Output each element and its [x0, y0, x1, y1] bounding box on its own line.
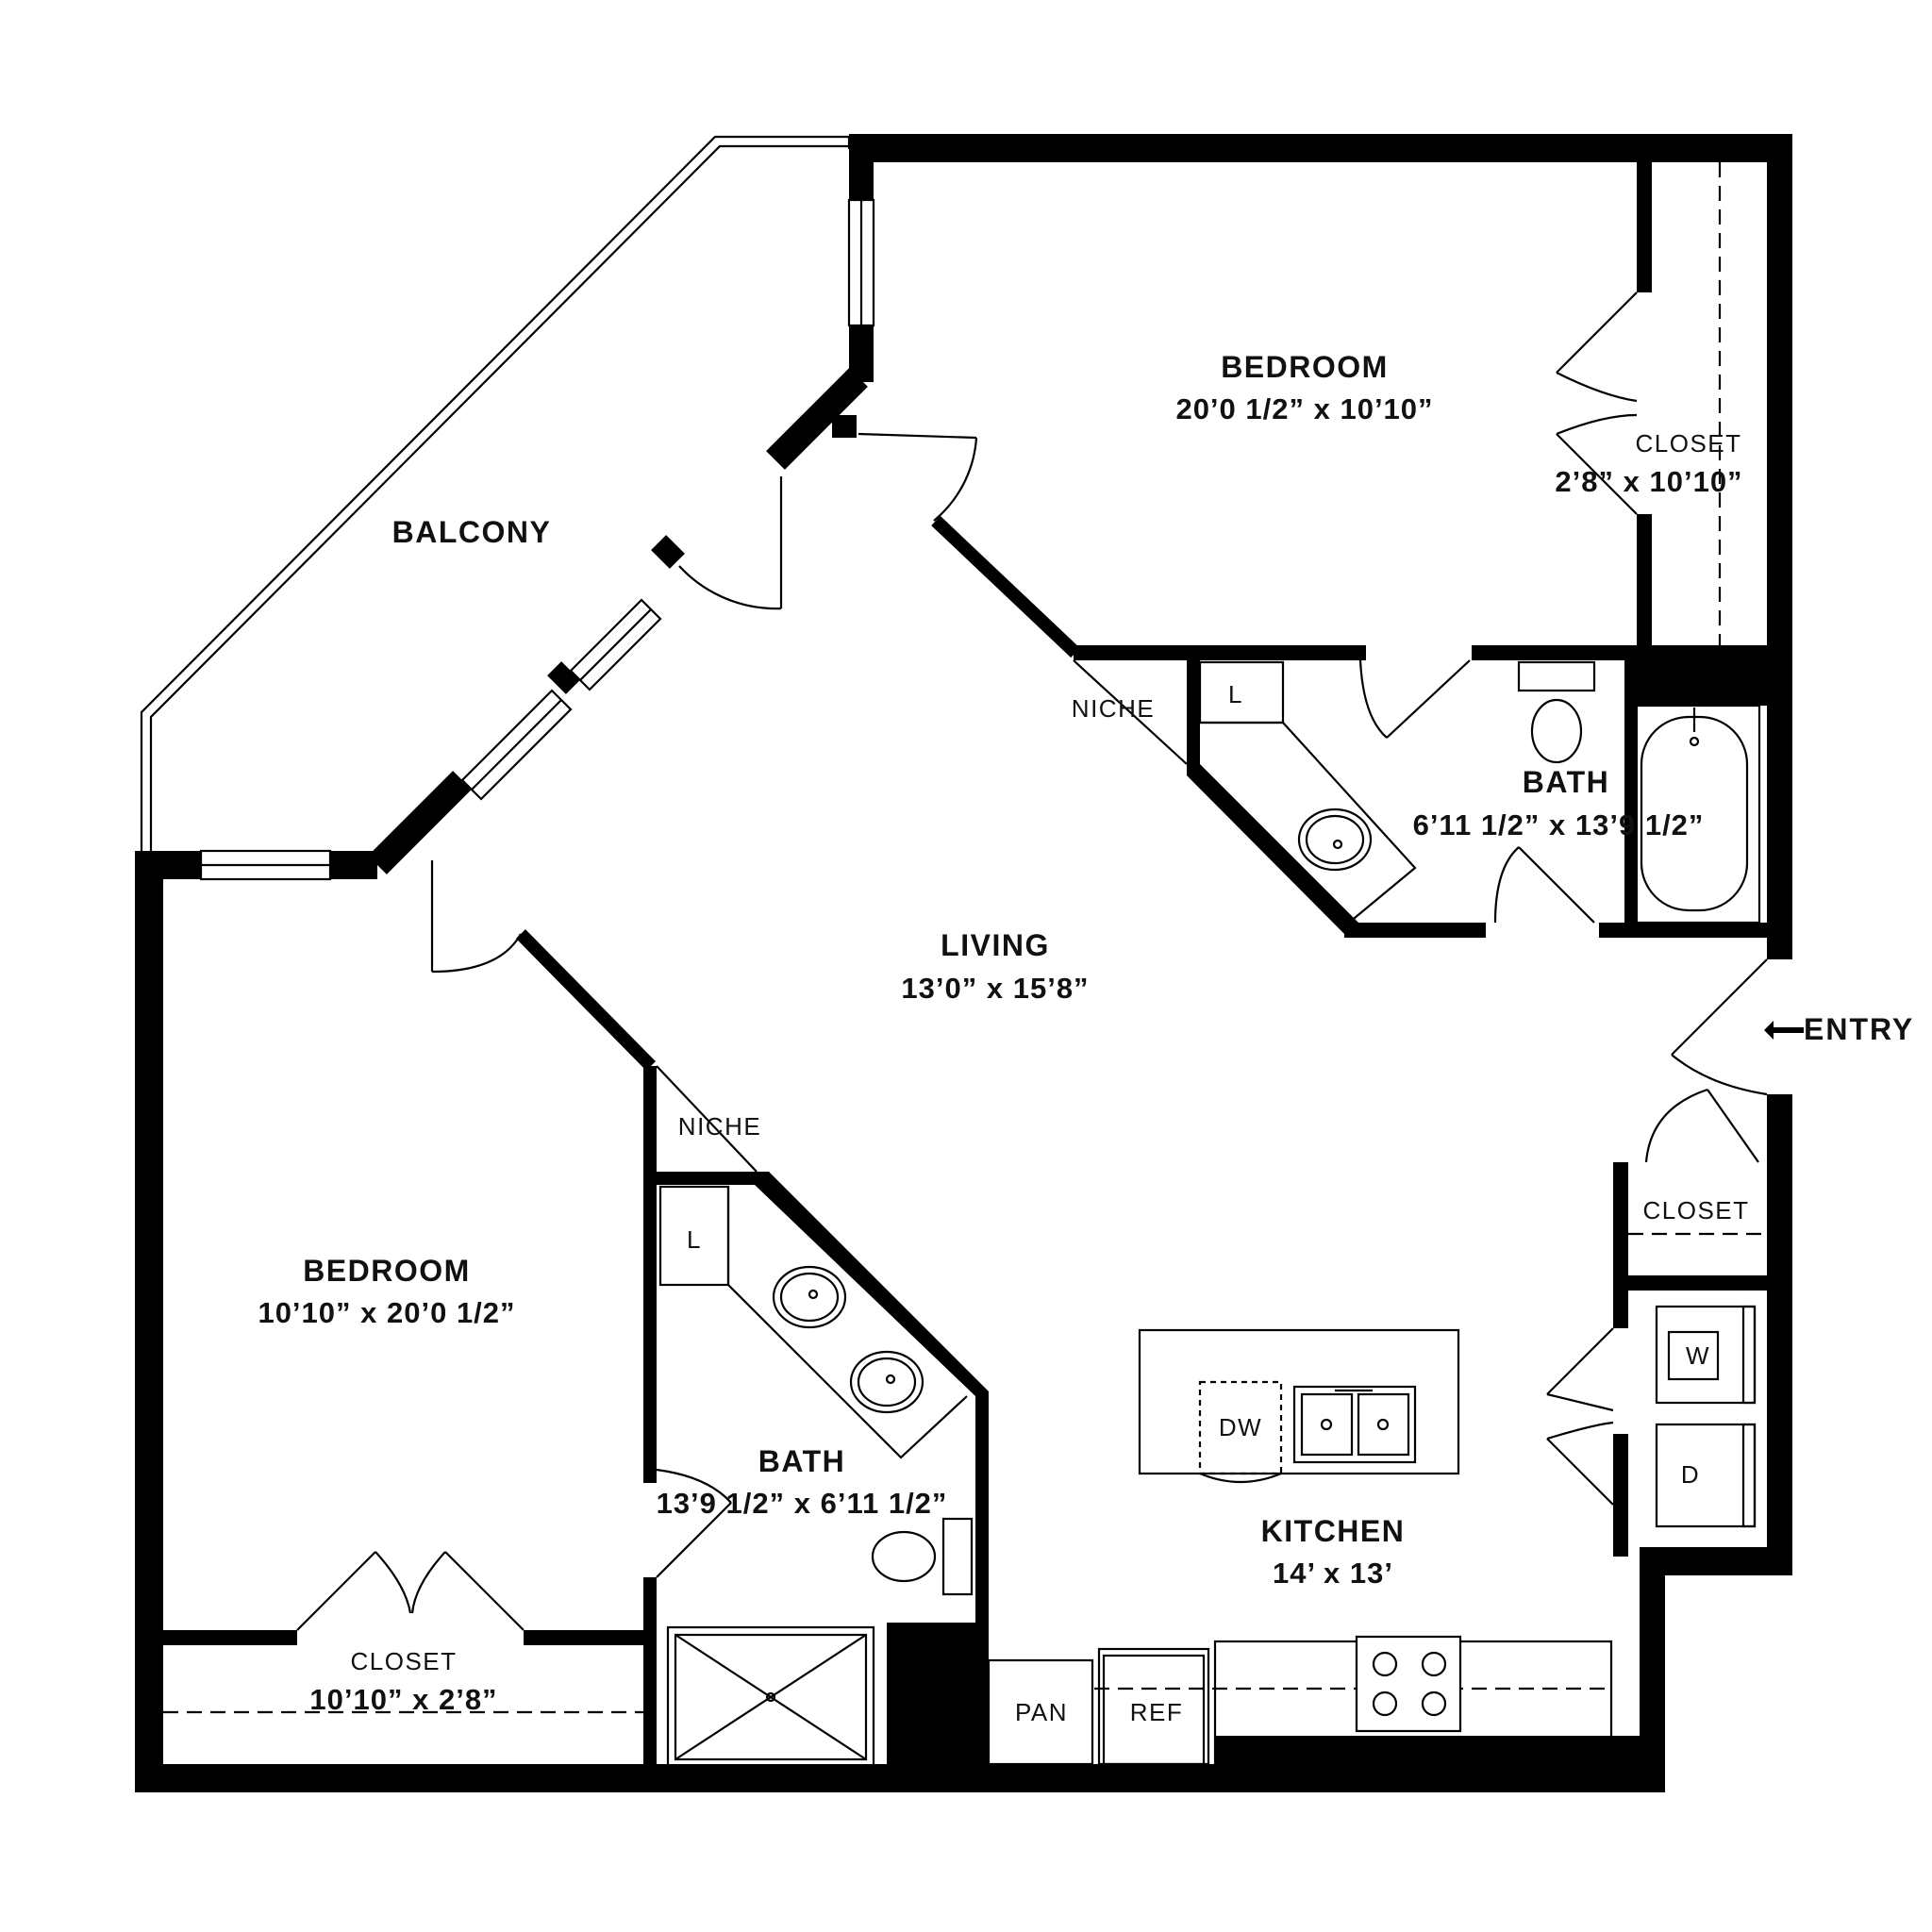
entry-label: ENTRY [1804, 1012, 1914, 1046]
lower-closet-doors[interactable] [296, 1551, 525, 1631]
lower-bedroom-door[interactable] [430, 860, 522, 974]
bedroom-bottom-dims: 10’10” x 20’0 1/2” [258, 1296, 515, 1329]
linen-bottom-name: L [687, 1225, 702, 1254]
kitchen-counter [887, 1623, 1640, 1766]
closet-top-name: CLOSET [1635, 429, 1741, 458]
upper-bedroom-walls [832, 160, 1783, 679]
lower-toilet [871, 1517, 974, 1596]
closet-top-dims: 2’8” x 10’10” [1555, 465, 1742, 498]
bedroom-top-name: BEDROOM [1221, 350, 1389, 384]
lower-shower [666, 1625, 875, 1769]
living-dims: 13’0” x 15’8” [901, 972, 1089, 1005]
bath-bottom-name: BATH [758, 1444, 846, 1478]
kitchen-dims: 14’ x 13’ [1273, 1557, 1393, 1590]
bath-bottom-dims: 13’9 1/2” x 6’11 1/2” [657, 1487, 948, 1520]
entry-closet-door[interactable] [1644, 1088, 1759, 1163]
upper-bath-door[interactable] [1358, 659, 1595, 924]
bath-top-dims: 6’11 1/2” x 13’9 1/2” [1413, 808, 1705, 841]
dryer-label: D [1681, 1460, 1700, 1489]
exterior-walls [135, 134, 1792, 1792]
diagonal-walls [368, 368, 868, 874]
linen-top-name: L [1228, 680, 1243, 708]
living-name: LIVING [941, 928, 1050, 962]
bedroom-top-dims: 20’0 1/2” x 10’10” [1175, 392, 1433, 425]
refrigerator-label: REF [1130, 1698, 1184, 1726]
laundry-doors[interactable] [1546, 1327, 1614, 1506]
lower-bath-door[interactable] [656, 1468, 732, 1578]
niche-bottom-line [656, 1065, 758, 1173]
kitchen-island [1138, 1328, 1460, 1484]
bath-top-name: BATH [1523, 765, 1610, 799]
laundry [1613, 1305, 1757, 1557]
balcony-name: BALCONY [392, 515, 552, 549]
lower-sinks [772, 1265, 924, 1414]
upper-bath-walls [1187, 660, 1783, 938]
upper-sink [1297, 808, 1373, 872]
left-arrow-icon [1764, 1021, 1804, 1040]
lower-bath-walls [516, 929, 989, 1766]
fixture-labels: DW W D PAN REF [1015, 1341, 1710, 1726]
entry-door[interactable] [1671, 958, 1768, 1096]
bedroom-bottom-name: BEDROOM [303, 1254, 471, 1288]
upper-closet-doors[interactable] [1556, 291, 1638, 515]
closet-bottom-dims: 10’10” x 2’8” [309, 1683, 497, 1716]
niche-top-name: NICHE [1072, 694, 1155, 723]
upper-bedroom-door[interactable] [678, 432, 978, 610]
pantry-label: PAN [1015, 1698, 1068, 1726]
upper-toilet [1517, 660, 1596, 764]
lower-linen [658, 1185, 968, 1459]
room-labels: BEDROOM 20’0 1/2” x 10’10” CLOSET 2’8” x… [258, 350, 1749, 1716]
washer-label: W [1686, 1341, 1710, 1370]
entry-closet [1613, 1162, 1783, 1328]
kitchen-name: KITCHEN [1261, 1514, 1406, 1548]
upper-tub [1627, 704, 1761, 924]
closet-bottom-name: CLOSET [350, 1647, 457, 1675]
lower-bedroom-walls [163, 1630, 643, 1714]
niche-bottom-name: NICHE [678, 1112, 761, 1141]
upper-linen [1198, 660, 1417, 924]
niche-top-line [1073, 659, 1188, 765]
entry-marker: ENTRY [1764, 1012, 1914, 1046]
closet-entry-name: CLOSET [1642, 1196, 1749, 1224]
dishwasher-label: DW [1219, 1413, 1262, 1441]
windows [199, 198, 875, 881]
